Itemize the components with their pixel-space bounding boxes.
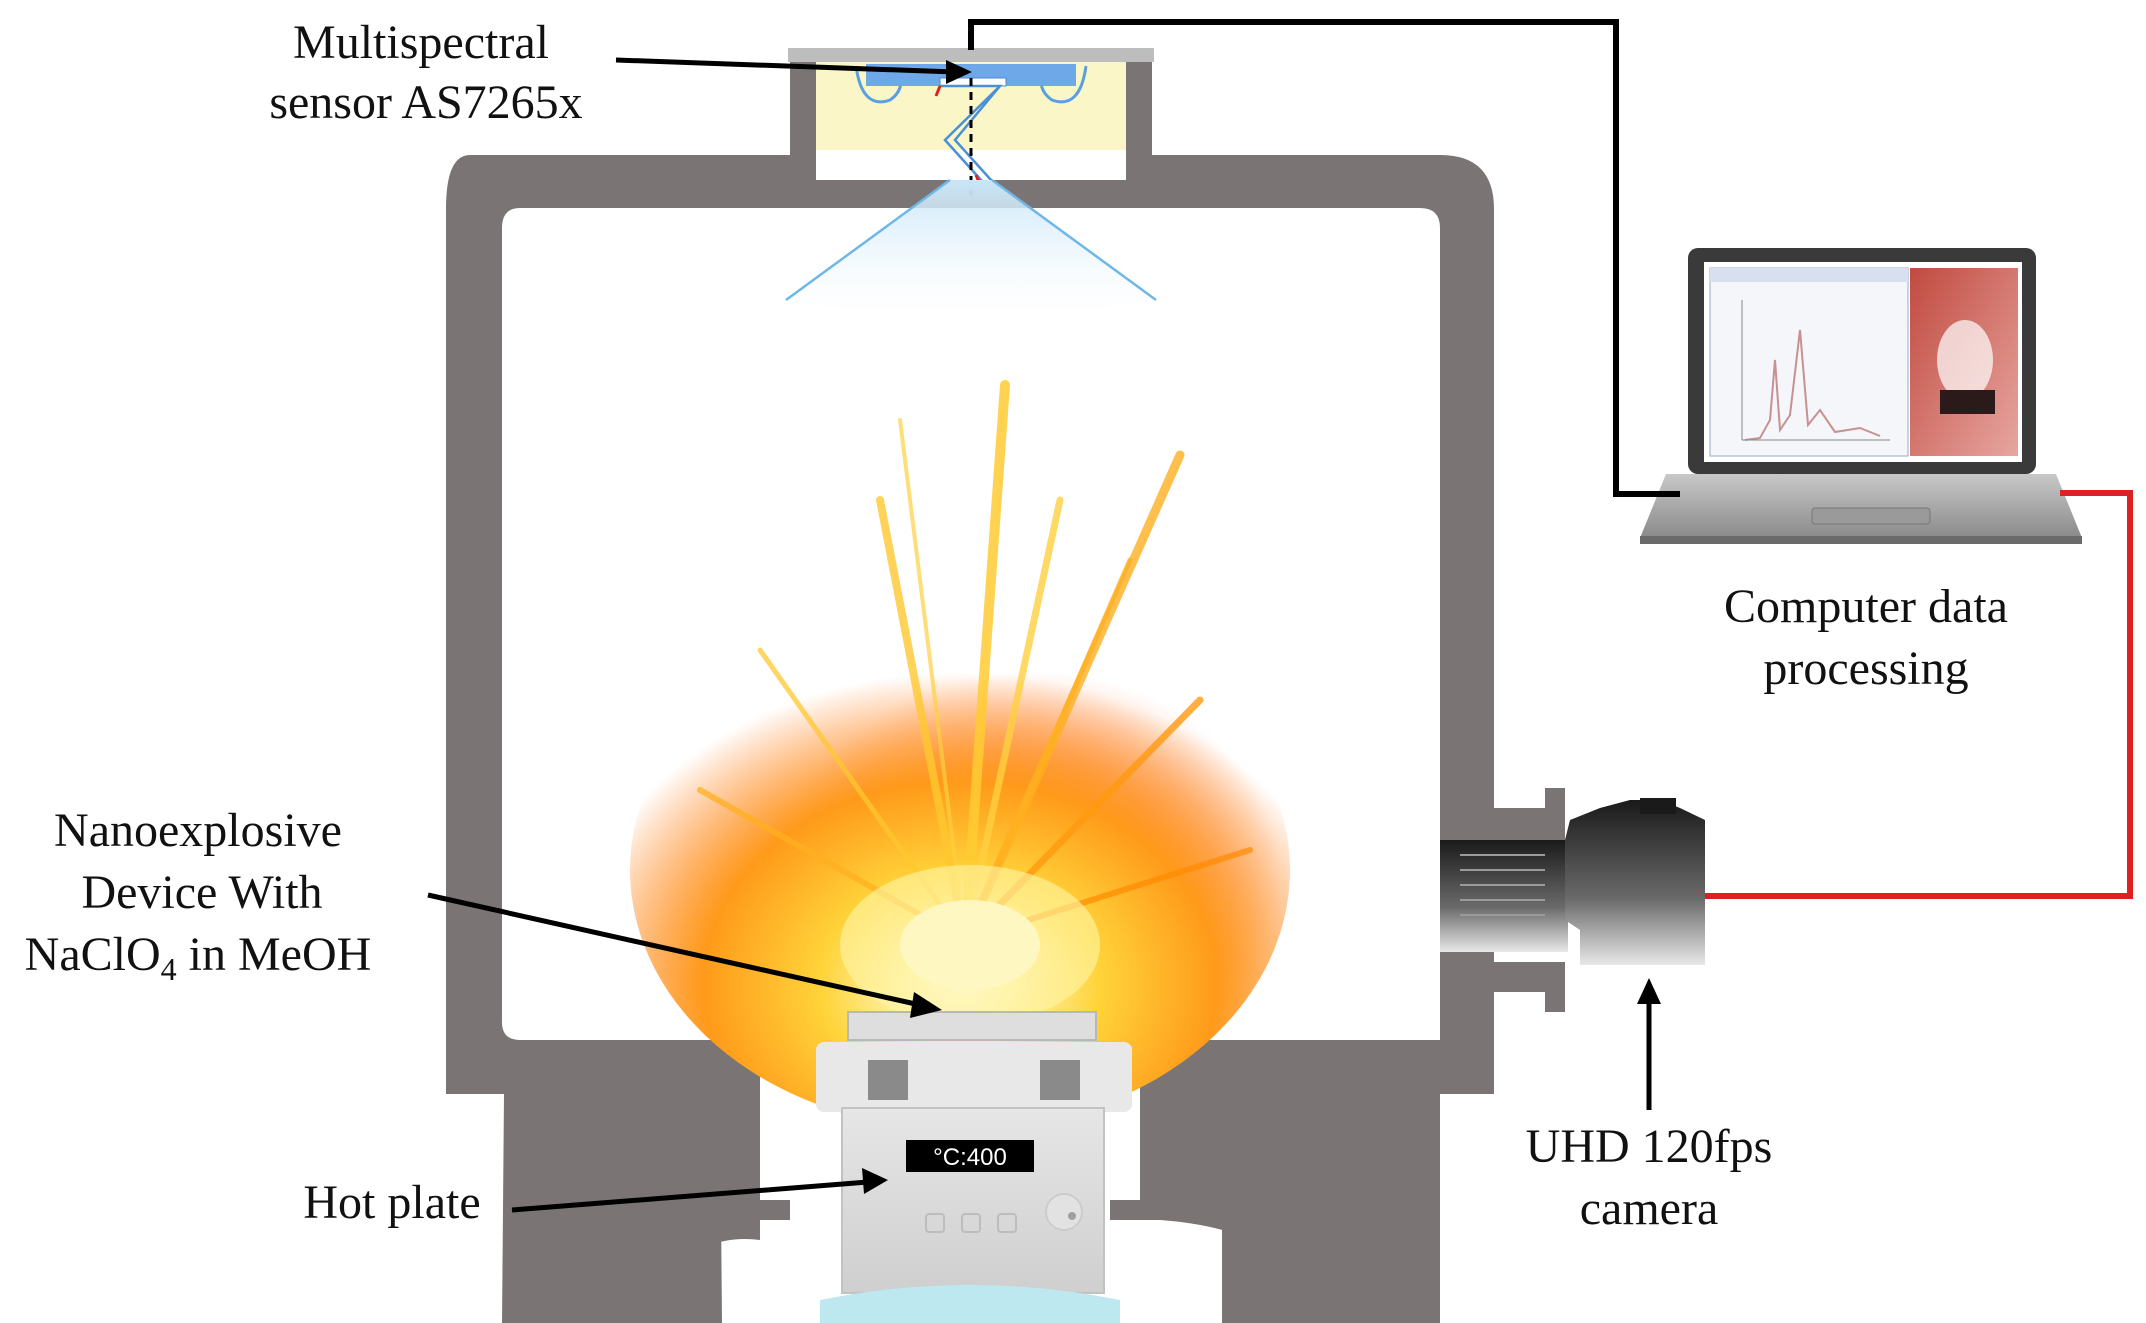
hot-plate-button-3 <box>997 1213 1017 1233</box>
screen-toolbar <box>1710 268 1908 282</box>
device-label-line3: NaClO4 in MeOH <box>25 928 372 987</box>
sensor-label-line2: sensor AS7265x <box>269 76 582 129</box>
camera-arrowhead <box>1637 978 1661 1004</box>
screen-spectrum-plot <box>1744 329 1881 441</box>
left-foot <box>550 1094 760 1323</box>
hotplate-label: Hot plate <box>303 1176 480 1229</box>
explosion <box>630 380 1290 1130</box>
hot-plate: °C:400 <box>816 1042 1132 1323</box>
inner-right-flange <box>1140 1090 1160 1210</box>
multispectral-sensor <box>785 48 1157 318</box>
flange-foot-right <box>1110 1200 1160 1220</box>
hot-plate-stand <box>820 1285 1120 1323</box>
laptop-base-edge <box>1640 536 2082 544</box>
inner-left-flange <box>740 1090 760 1210</box>
camera-lens <box>1440 840 1568 952</box>
cable-camera-to-computer <box>1705 490 2133 899</box>
screen-chart-window <box>1709 267 1909 457</box>
flange-foot-left <box>740 1200 790 1220</box>
hot-plate-top <box>816 1042 1132 1112</box>
explosion-halo <box>840 865 1100 1025</box>
cable-sensor-to-computer <box>968 19 1680 497</box>
hot-plate-button-2 <box>961 1213 981 1233</box>
cone-outline <box>785 178 1157 302</box>
device-formula-rest: in MeOH <box>177 928 372 981</box>
device-formula-main: NaClO <box>25 928 161 981</box>
hotplate-arrowhead <box>862 1168 888 1194</box>
nanoexplosive-device <box>847 1011 1097 1041</box>
labels: Multispectral sensor AS7265x Computer da… <box>25 16 2008 1235</box>
hot-plate-button-1 <box>925 1213 945 1233</box>
laptop-touchpad <box>1811 507 1931 525</box>
hotplate-arrow <box>511 1179 869 1213</box>
sensor-label-line1: Multispectral <box>293 16 549 69</box>
device-label-line1: Nanoexplosive <box>54 804 342 857</box>
screen-photo-spark <box>1937 320 1993 400</box>
device-arrow <box>427 892 921 1008</box>
sensor-lid <box>788 48 1154 62</box>
camera-label-line2: camera <box>1580 1182 1719 1235</box>
laptop-base <box>1640 474 2082 538</box>
camera-label-line1: UHD 120fps <box>1526 1120 1773 1173</box>
computer-label-line2: processing <box>1763 642 1968 695</box>
hot-plate-knob-dot <box>1068 1212 1076 1220</box>
annotation-arrows <box>427 57 1661 1213</box>
screen-photo-device <box>1940 390 1995 414</box>
device-arrowhead <box>910 992 942 1018</box>
vacuum-chamber <box>446 50 1565 1323</box>
uhd-camera <box>1440 798 1705 965</box>
computer-label-line1: Computer data <box>1724 580 2008 633</box>
hot-plate-display-text: °C:400 <box>933 1144 1007 1171</box>
lens-grip-lines <box>1460 854 1545 916</box>
hot-plate-foot-right <box>1040 1060 1080 1100</box>
sensor-arrow <box>615 57 956 75</box>
device-formula-subscript: 4 <box>161 951 177 987</box>
hot-plate-knob <box>1045 1193 1083 1231</box>
hot-plate-display <box>906 1140 1034 1172</box>
right-foot <box>1160 1094 1390 1323</box>
camera-body <box>1565 800 1705 965</box>
explosion-rays <box>697 380 1253 945</box>
hot-plate-foot-left <box>868 1060 908 1100</box>
field-of-view-cone <box>786 180 1156 318</box>
sensor-marker-1 <box>934 85 942 97</box>
sensor-arrowhead <box>946 60 972 84</box>
camera-top <box>1640 798 1676 814</box>
device-label-line2: Device With <box>81 866 322 919</box>
laptop <box>1640 248 2082 544</box>
